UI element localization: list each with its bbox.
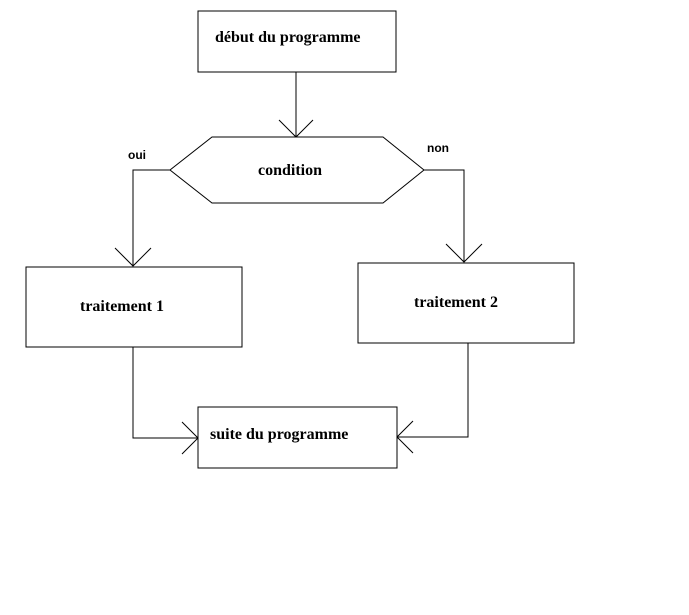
condition-node: condition	[169, 136, 425, 204]
end-node: suite du programme	[197, 406, 398, 469]
start-label: début du programme	[215, 29, 361, 46]
process-1-node: traitement 1	[25, 266, 243, 348]
arrow-process-2-to-end	[396, 343, 469, 454]
condition-label: condition	[258, 162, 322, 179]
branch-yes-label: oui	[128, 148, 146, 162]
process-2-label: traitement 2	[414, 294, 498, 311]
start-node: début du programme	[197, 10, 397, 73]
arrow-start-to-condition	[278, 72, 314, 138]
arrow-condition-to-process-1	[114, 169, 170, 267]
end-label: suite du programme	[210, 426, 348, 443]
process-2-node: traitement 2	[357, 262, 575, 344]
branch-no-label: non	[427, 141, 449, 155]
arrow-condition-to-process-2	[424, 169, 483, 263]
arrow-process-1-to-end	[132, 347, 199, 455]
process-1-label: traitement 1	[80, 298, 164, 315]
